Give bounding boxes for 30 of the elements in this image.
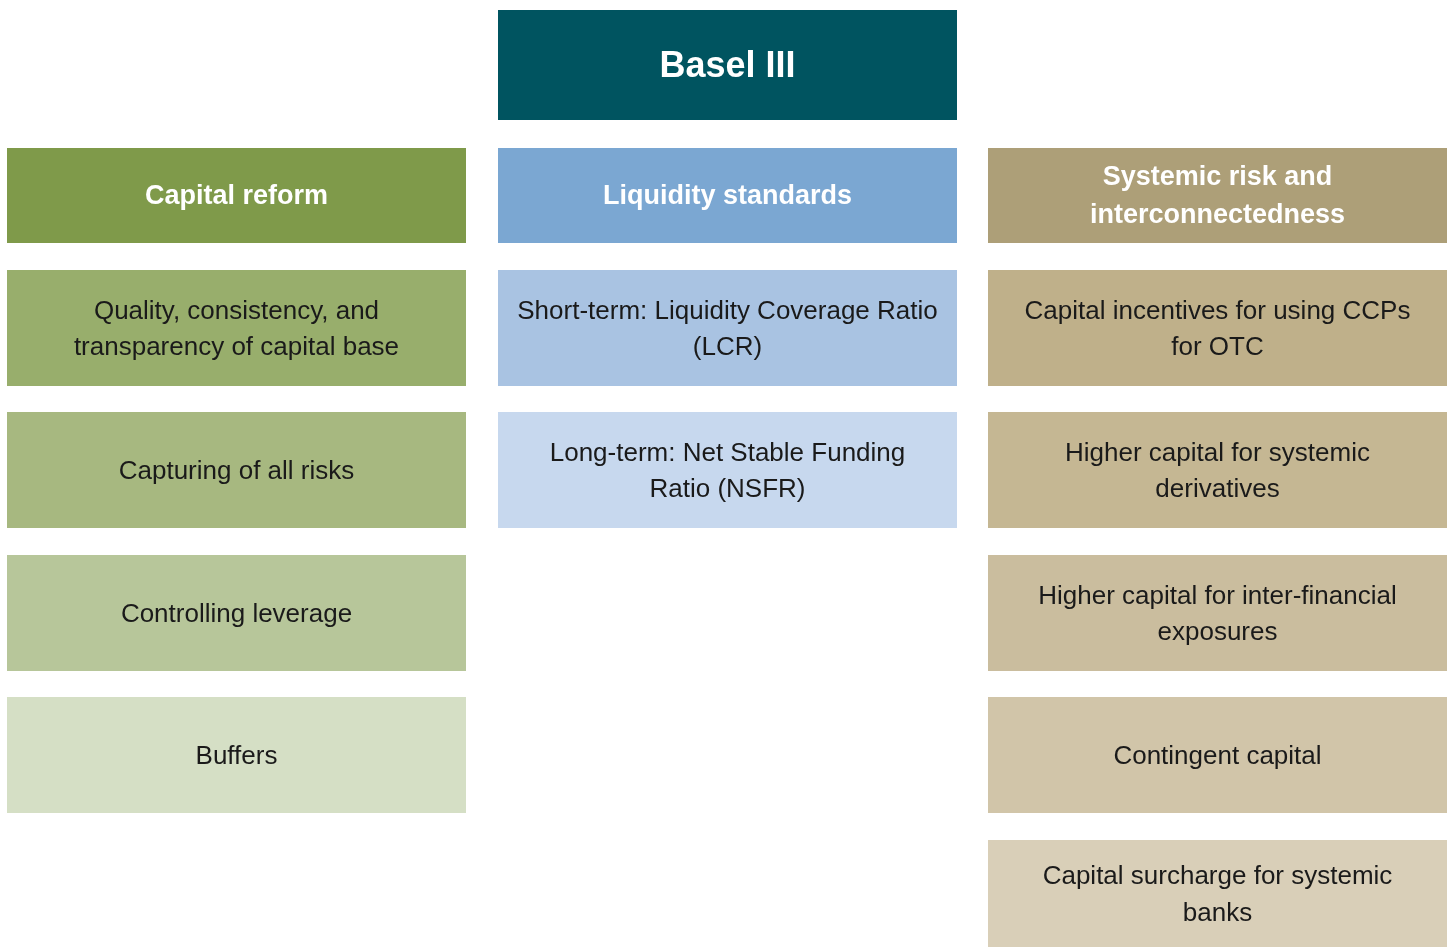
item-box — [7, 697, 466, 813]
item-box — [7, 555, 466, 671]
heading-text: Basel III — [659, 42, 796, 87]
item-text: Contingent capital — [1113, 738, 1322, 772]
item-text: Higher capital for inter-financial exposures — [1037, 578, 1398, 648]
item-box — [988, 697, 1447, 813]
item-text: Quality, consistency, and transparency of capital base — [72, 293, 401, 363]
item-text: Capturing of all risks — [118, 453, 355, 487]
title-banner — [498, 10, 957, 120]
item-text: Short-term: Liquidity Coverage Ratio (LCR) — [516, 293, 939, 363]
heading-text: Capital reform — [144, 178, 328, 212]
item-text: Capital incentives for using CCPs for OTC — [1023, 293, 1412, 363]
item-text: Controlling leverage — [120, 596, 353, 630]
item-box — [988, 840, 1447, 947]
item-text: Capital surcharge for systemic banks — [1041, 859, 1394, 929]
category-header — [7, 148, 466, 243]
heading-text: Liquidity standards — [603, 178, 852, 212]
item-box — [988, 412, 1447, 528]
item-box — [498, 412, 957, 528]
item-box — [7, 412, 466, 528]
item-text: Buffers — [195, 738, 278, 772]
item-box — [7, 270, 466, 386]
item-text: Higher capital for systemic derivatives — [1064, 435, 1371, 505]
category-header — [498, 148, 957, 243]
item-text: Long-term: Net Stable Funding Ratio (NSFR) — [548, 435, 907, 505]
item-box — [988, 555, 1447, 671]
item-box — [988, 270, 1447, 386]
category-header — [988, 148, 1447, 243]
heading-text: Systemic risk and interconnectedness — [1088, 159, 1347, 231]
item-box — [498, 270, 957, 386]
